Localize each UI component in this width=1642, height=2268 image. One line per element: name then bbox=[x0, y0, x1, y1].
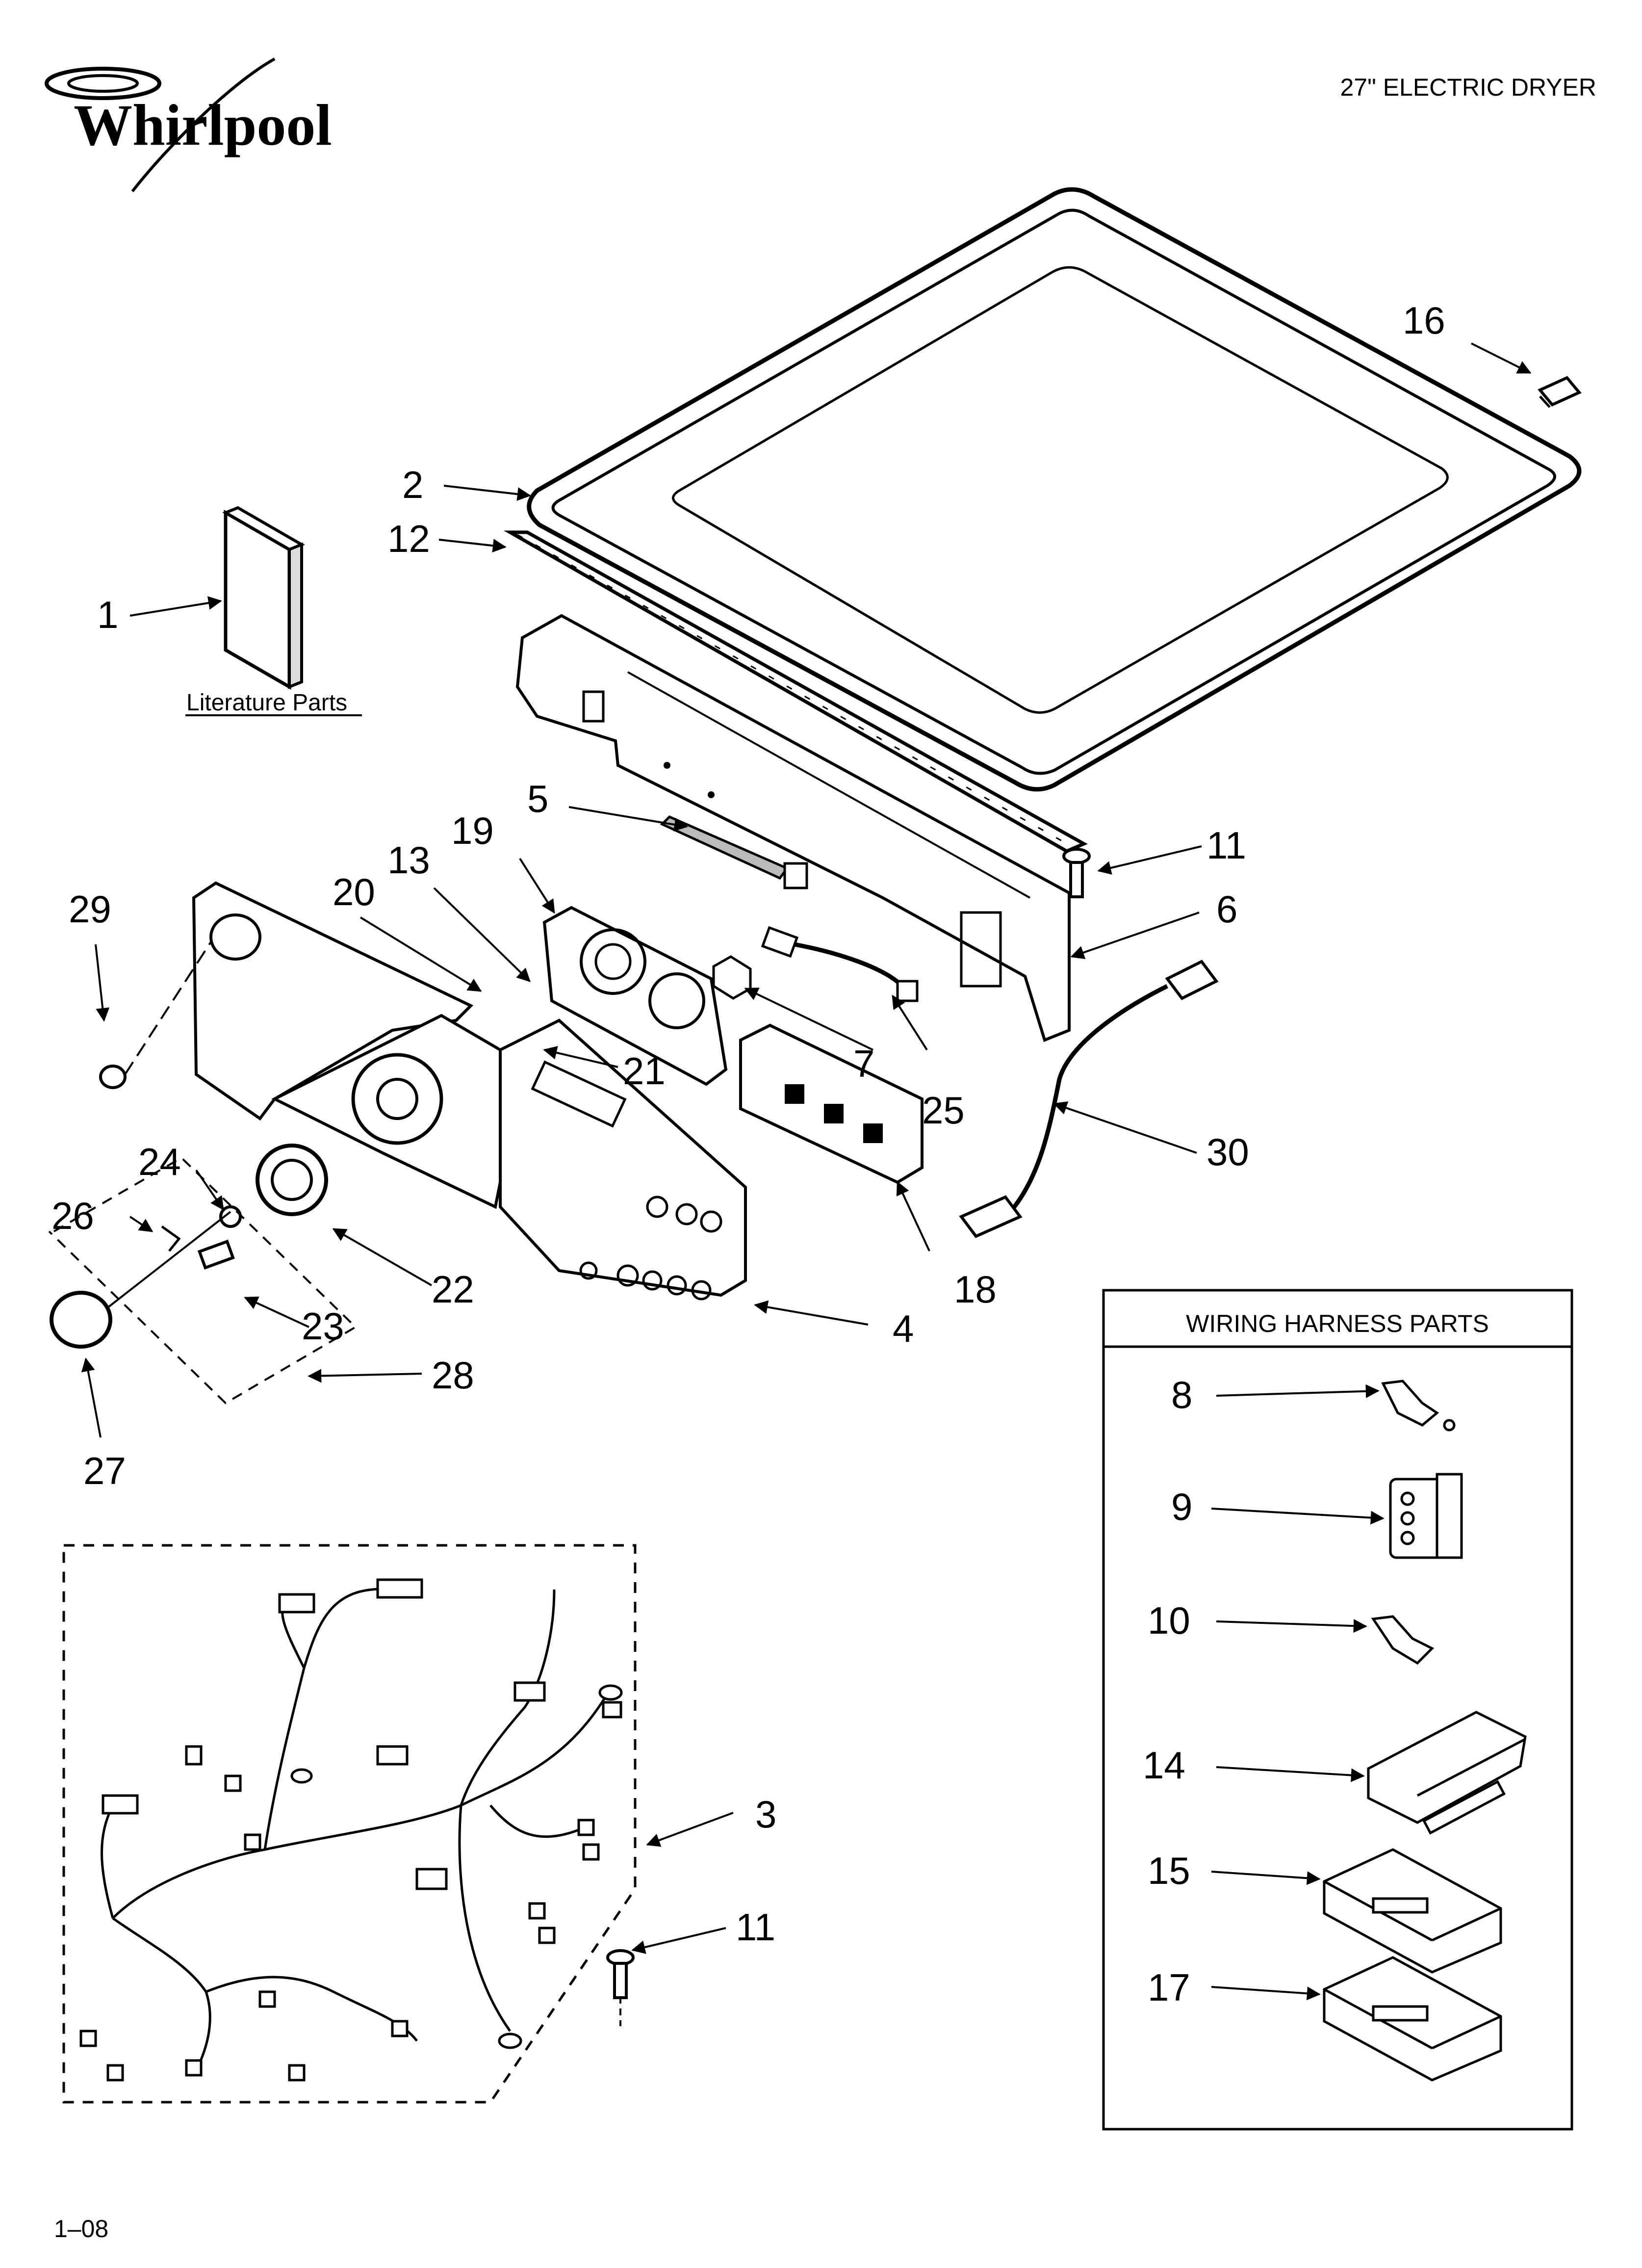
callout-9: 9 bbox=[1171, 1485, 1192, 1528]
screw-11-top bbox=[1062, 848, 1091, 898]
callout-16: 16 bbox=[1403, 299, 1445, 342]
page-title: 27" ELECTRIC DRYER bbox=[1340, 74, 1596, 101]
callout-15: 15 bbox=[1148, 1849, 1190, 1892]
callout-2: 2 bbox=[402, 463, 423, 506]
console-bracket bbox=[515, 614, 1071, 1042]
callout-5: 5 bbox=[527, 777, 548, 820]
footer-code: 1–08 bbox=[54, 2215, 108, 2242]
dryer-top-panel bbox=[527, 187, 1582, 792]
callout-3: 3 bbox=[755, 1793, 776, 1836]
screw-16 bbox=[1538, 376, 1582, 408]
callout-7: 7 bbox=[853, 1042, 874, 1085]
callout-labels: 1 2 3 4 5 6 7 8 9 10 11 11 12 13 14 15 1… bbox=[51, 299, 1445, 2009]
main-wiring-harness bbox=[101, 1588, 610, 2071]
callout-22: 22 bbox=[432, 1268, 474, 1311]
badge-29 bbox=[99, 1065, 127, 1089]
literature-book bbox=[222, 506, 305, 690]
harness-connectors bbox=[79, 1578, 623, 2082]
bracket-7 bbox=[712, 955, 752, 1000]
callout-11-top: 11 bbox=[1206, 824, 1246, 867]
harness-box-title: WIRING HARNESS PARTS bbox=[1186, 1310, 1489, 1337]
callout-6: 6 bbox=[1216, 887, 1237, 931]
callout-23: 23 bbox=[302, 1304, 344, 1348]
connector-15 bbox=[1323, 1848, 1502, 1974]
console-front-panel bbox=[192, 881, 747, 1301]
cable-tie bbox=[660, 815, 808, 889]
callout-10: 10 bbox=[1148, 1599, 1190, 1642]
callout-30: 30 bbox=[1206, 1130, 1249, 1173]
callout-1: 1 bbox=[97, 593, 118, 636]
trim-strip bbox=[503, 530, 1088, 853]
callout-21: 21 bbox=[623, 1049, 666, 1093]
terminal-10 bbox=[1371, 1615, 1435, 1665]
whirlpool-logo: Whirlpool bbox=[45, 57, 332, 192]
literature-label: Literature Parts bbox=[186, 690, 347, 716]
callout-20: 20 bbox=[333, 870, 375, 913]
callout-28: 28 bbox=[432, 1354, 474, 1397]
connector-9 bbox=[1389, 1473, 1463, 1559]
callout-25: 25 bbox=[922, 1089, 965, 1132]
callout-11-bottom: 11 bbox=[736, 1905, 775, 1949]
knob-assembly bbox=[50, 1144, 328, 1349]
control-housing bbox=[542, 906, 728, 1086]
harness-30 bbox=[959, 960, 1219, 1238]
callout-13: 13 bbox=[387, 838, 430, 882]
brand-wordmark: Whirlpool bbox=[74, 92, 332, 157]
connector-14 bbox=[1367, 1711, 1527, 1835]
callout-14: 14 bbox=[1143, 1744, 1185, 1787]
callout-24: 24 bbox=[138, 1140, 181, 1183]
callout-27: 27 bbox=[83, 1449, 126, 1492]
callout-29: 29 bbox=[69, 887, 111, 931]
control-board bbox=[739, 1023, 924, 1184]
harness-25 bbox=[761, 926, 919, 1002]
callout-26: 26 bbox=[51, 1194, 94, 1237]
callout-19: 19 bbox=[451, 809, 494, 852]
callout-8: 8 bbox=[1171, 1373, 1192, 1416]
terminal-8 bbox=[1381, 1380, 1456, 1432]
connector-17 bbox=[1323, 1956, 1502, 2082]
screw-11-bottom bbox=[606, 1949, 635, 2026]
leader-lines bbox=[81, 342, 1532, 2001]
callout-12: 12 bbox=[387, 517, 430, 560]
harness-3-outline bbox=[62, 1544, 637, 2104]
callout-17: 17 bbox=[1148, 1966, 1190, 2009]
assembly-28-outline bbox=[48, 1156, 358, 1405]
callout-4: 4 bbox=[893, 1307, 914, 1350]
callout-18: 18 bbox=[954, 1268, 997, 1311]
